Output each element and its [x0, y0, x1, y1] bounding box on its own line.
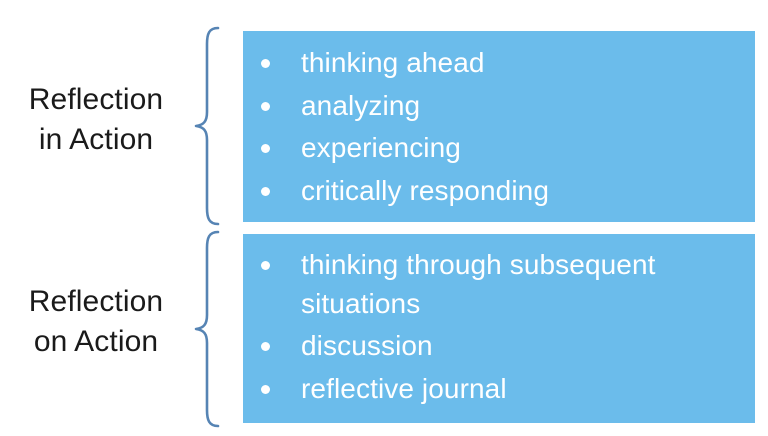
panel-reflection-in-action: thinking ahead analyzing experiencing cr… — [243, 31, 755, 222]
list-item-label: reflective journal — [301, 372, 507, 404]
bullet-dot-icon — [261, 342, 270, 352]
list-item-label: thinking ahead — [301, 47, 485, 78]
list-item-label: experiencing — [301, 132, 461, 164]
list-item: analyzing — [257, 87, 745, 126]
bullet-dot-icon — [261, 59, 270, 68]
left-curly-brace-icon — [194, 26, 220, 226]
panel-reflection-on-action: thinking through subsequent situations d… — [243, 234, 755, 423]
list-item: critically responding — [257, 172, 745, 211]
group-label-reflection-on-action: Reflection on Action — [28, 285, 164, 358]
list-item: thinking through subsequent situations — [257, 246, 745, 323]
list-item: thinking ahead — [257, 44, 745, 83]
bullet-dot-icon — [261, 261, 270, 270]
bullet-list-reflection-in-action: thinking ahead analyzing experiencing cr… — [257, 44, 745, 215]
bullet-list-reflection-on-action: thinking through subsequent situations d… — [257, 246, 745, 413]
list-item: experiencing — [257, 129, 745, 168]
bullet-dot-icon — [261, 384, 270, 394]
list-item-label: critically responding — [301, 174, 549, 206]
list-item: discussion — [257, 327, 745, 366]
bullet-dot-icon — [261, 186, 270, 196]
list-item-label: discussion — [301, 330, 433, 362]
group-label-reflection-in-action: Reflection in Action — [28, 83, 164, 156]
bullet-dot-icon — [261, 101, 270, 111]
left-curly-brace-icon — [194, 230, 220, 428]
bullet-dot-icon — [261, 144, 270, 154]
list-item: reflective journal — [257, 370, 745, 409]
list-item-label: thinking through subsequent situations — [301, 249, 656, 319]
list-item-label: analyzing — [301, 89, 421, 121]
